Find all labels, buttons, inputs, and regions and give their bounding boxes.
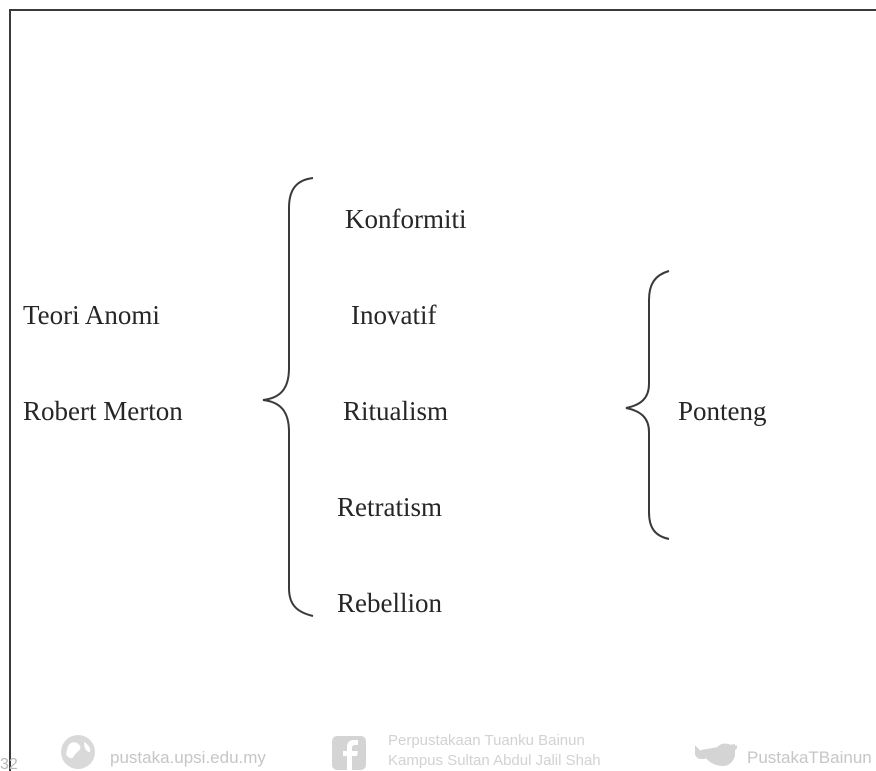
theory-author: Robert Merton — [23, 396, 183, 426]
twitter-icon — [695, 743, 737, 766]
website-text: pustaka.upsi.edu.my — [110, 748, 266, 767]
outcome-label: Ponteng — [678, 396, 767, 426]
watermark-footer: 32 pustaka.upsi.edu.my Perpustakaan Tuan… — [0, 726, 876, 771]
facebook-text-line2: Kampus Sultan Abdul Jalil Shah — [388, 752, 601, 769]
theory-name: Teori Anomi — [23, 300, 160, 330]
adaptation-konformiti: Konformiti — [345, 204, 467, 234]
adaptation-rebellion: Rebellion — [337, 588, 442, 618]
page-number: 32 — [0, 756, 18, 771]
twitter-text: PustakaTBainun — [747, 748, 872, 767]
adaptation-inovatif: Inovatif — [351, 300, 437, 330]
facebook-icon — [332, 736, 366, 770]
adaptation-ritualism: Ritualism — [343, 396, 449, 426]
facebook-link[interactable]: Perpustakaan Tuanku Bainun Kampus Sultan… — [330, 730, 650, 770]
adaptation-retratism: Retratism — [337, 492, 442, 522]
page-frame — [9, 9, 876, 771]
twitter-link[interactable]: PustakaTBainun — [695, 730, 876, 770]
globe-icon — [61, 735, 95, 769]
facebook-text-line1: Perpustakaan Tuanku Bainun — [388, 732, 585, 749]
website-link[interactable]: pustaka.upsi.edu.my — [58, 730, 318, 770]
